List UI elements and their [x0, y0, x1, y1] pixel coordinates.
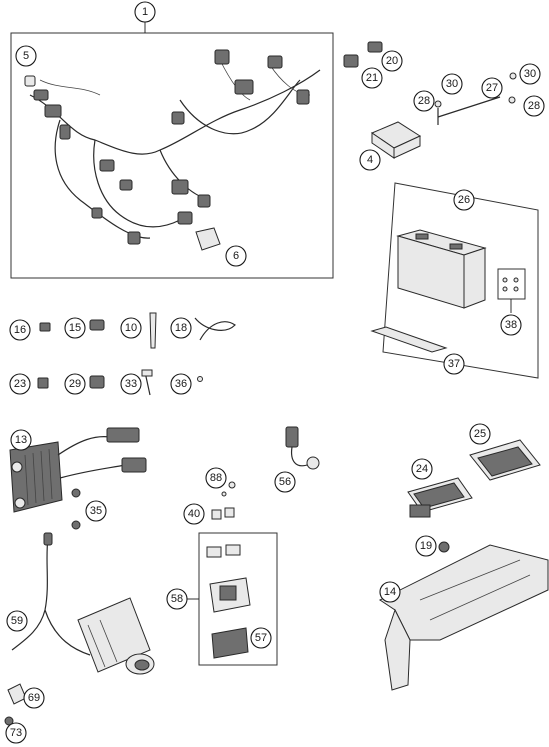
callout-21-label: 21: [366, 72, 378, 84]
callout-19: 19: [415, 535, 437, 557]
callout-73: 73: [5, 722, 27, 744]
callout-16-label: 16: [14, 324, 26, 336]
small-parts-drawing: [37, 312, 236, 396]
callout-38-label: 38: [505, 319, 517, 331]
callout-14: 14: [379, 581, 401, 603]
battery-screws-drawing: [502, 277, 519, 292]
callout-33-label: 33: [125, 378, 137, 390]
callout-30-right-label: 30: [524, 68, 536, 80]
callout-4-label: 4: [367, 154, 373, 166]
callout-10-label: 10: [125, 322, 137, 334]
callout-1: 1: [134, 1, 156, 23]
starter-motor-drawing: [77, 597, 155, 675]
harness-frame: [10, 32, 334, 279]
callout-24: 24: [411, 458, 433, 480]
callout-19-label: 19: [420, 540, 432, 552]
callout-28-right-label: 28: [528, 100, 540, 112]
callout-20-label: 20: [386, 55, 398, 67]
callout-57: 57: [250, 627, 272, 649]
callout-40-label: 40: [188, 508, 200, 520]
callout-36: 36: [170, 373, 192, 395]
callout-69: 69: [23, 687, 45, 709]
callout-25: 25: [469, 423, 491, 445]
wiring-harness-group: [10, 20, 334, 279]
callout-15-label: 15: [69, 322, 81, 334]
electronics-tray-14-drawing: [379, 541, 549, 691]
callout-18-label: 18: [175, 322, 187, 334]
control-unit-4-drawing: [370, 121, 422, 159]
callout-69-label: 69: [28, 692, 40, 704]
callout-35: 35: [85, 500, 107, 522]
nut-73-drawing: [4, 716, 14, 726]
callout-10: 10: [120, 317, 142, 339]
fuse-box-group: [187, 532, 278, 666]
callout-18: 18: [170, 317, 192, 339]
callout-14-label: 14: [384, 586, 396, 598]
fuse-box-drawing: [206, 544, 251, 659]
callout-6: 6: [225, 245, 247, 267]
callout-23-label: 23: [14, 378, 26, 390]
callout-73-label: 73: [10, 727, 22, 739]
callout-30-left-label: 30: [446, 78, 458, 90]
cover-24-drawing: [407, 477, 473, 518]
cable-56-drawing: [285, 426, 320, 470]
callout-15: 15: [64, 317, 86, 339]
callout-4: 4: [359, 149, 381, 171]
voltage-regulator-13-drawing: [9, 427, 147, 530]
callout-37: 37: [443, 353, 465, 375]
callout-29: 29: [64, 373, 86, 395]
battery-pad-37-drawing: [370, 326, 448, 353]
callout-5: 5: [15, 45, 37, 67]
callout-20: 20: [381, 50, 403, 72]
callout-33: 33: [120, 373, 142, 395]
small-parts-88-40-drawing: [211, 481, 236, 520]
callout-30-right: 30: [519, 63, 541, 85]
callout-21: 21: [361, 67, 383, 89]
callout-5-label: 5: [23, 50, 29, 62]
starter-cable-59-drawing: [11, 532, 91, 656]
callout-13-label: 13: [15, 434, 27, 446]
battery-frame: [382, 182, 539, 379]
callout-88-label: 88: [210, 472, 222, 484]
battery-group: [370, 182, 539, 379]
callout-16: 16: [9, 319, 31, 341]
callout-40: 40: [183, 503, 205, 525]
callout-38: 38: [500, 314, 522, 336]
callout-59-label: 59: [11, 615, 23, 627]
callout-58-label: 58: [171, 593, 183, 605]
callout-29-label: 29: [69, 378, 81, 390]
connector-20-21-drawing: [343, 41, 383, 68]
callout-56: 56: [274, 471, 296, 493]
battery-drawing: [396, 229, 487, 309]
callout-35-label: 35: [90, 505, 102, 517]
wiring-harness-drawing: [24, 49, 321, 251]
callout-28-left: 28: [413, 90, 435, 112]
callout-26-label: 26: [458, 194, 470, 206]
callout-28-left-label: 28: [418, 95, 430, 107]
callout-23: 23: [9, 373, 31, 395]
callout-13: 13: [10, 429, 32, 451]
callout-26: 26: [453, 189, 475, 211]
bolt-27-drawing: [434, 72, 517, 125]
callout-25-label: 25: [474, 428, 486, 440]
callout-56-label: 56: [279, 476, 291, 488]
callout-88: 88: [205, 467, 227, 489]
cap-69-drawing: [7, 683, 27, 705]
callout-27: 27: [481, 77, 503, 99]
cover-25-drawing: [469, 439, 541, 481]
callout-57-label: 57: [255, 632, 267, 644]
callout-59: 59: [6, 610, 28, 632]
callout-1-label: 1: [142, 6, 148, 18]
callout-24-label: 24: [416, 463, 428, 475]
callout-58: 58: [166, 588, 188, 610]
battery-screws-frame: [497, 268, 526, 300]
callout-36-label: 36: [175, 378, 187, 390]
callout-37-label: 37: [448, 358, 460, 370]
callout-30-left: 30: [441, 73, 463, 95]
callout-28-right: 28: [523, 95, 545, 117]
callout-27-label: 27: [486, 82, 498, 94]
callout-6-label: 6: [233, 250, 239, 262]
